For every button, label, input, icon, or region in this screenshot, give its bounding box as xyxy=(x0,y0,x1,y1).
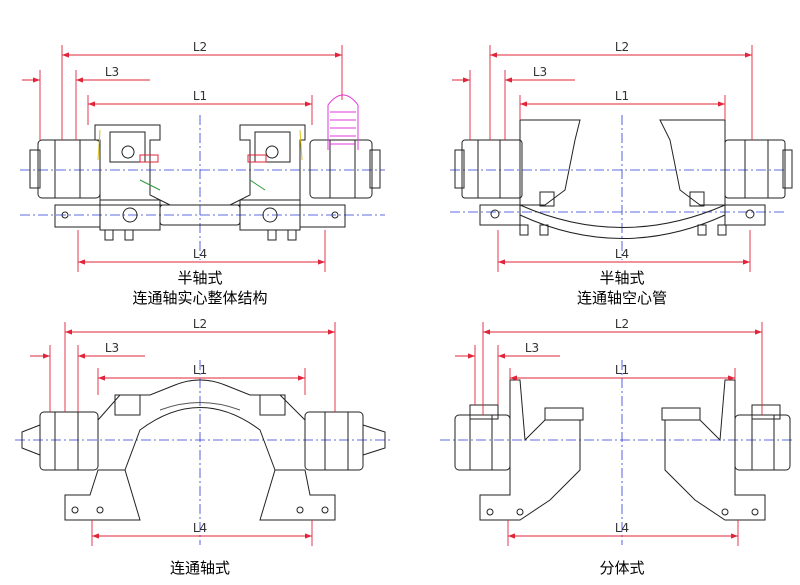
assembly-outline xyxy=(454,379,791,521)
centerlines xyxy=(450,115,785,260)
caption-half-axle-solid: 半轴式 连通轴实心整体结构 xyxy=(0,268,400,308)
dim-label-l4: L4 xyxy=(615,247,629,261)
panel-half-axle-solid: L2 L3 L1 L4 xyxy=(20,40,385,272)
dimension-lines xyxy=(22,45,343,272)
dim-label-l1: L1 xyxy=(615,89,629,103)
panel-half-axle-hollow: L2 L3 L1 L4 xyxy=(450,40,793,272)
dimension-lines xyxy=(452,45,753,272)
dimension-lines xyxy=(455,322,763,546)
caption-line2: 连通轴实心整体结构 xyxy=(132,289,268,307)
dim-label-l3: L3 xyxy=(105,341,119,355)
accent-parts xyxy=(97,129,303,191)
dim-label-l2: L2 xyxy=(615,317,629,331)
dim-label-l3: L3 xyxy=(533,65,547,79)
dim-label-l1: L1 xyxy=(615,363,629,377)
caption-split: 分体式 xyxy=(422,558,800,578)
dim-label-l3: L3 xyxy=(105,65,119,79)
panel-connected-axle: L2 L3 L1 L4 xyxy=(15,317,390,546)
caption-line1: 分体式 xyxy=(599,559,645,577)
caption-half-axle-hollow: 半轴式 连通轴空心管 xyxy=(422,268,800,308)
centerlines xyxy=(440,360,795,545)
dim-label-l2: L2 xyxy=(193,40,207,54)
panel-split: L2 L3 L1 L4 xyxy=(440,317,795,546)
caption-line1: 半轴式 xyxy=(177,269,223,287)
assembly-outline xyxy=(454,119,793,239)
assembly-outline xyxy=(21,379,386,521)
dim-label-l2: L2 xyxy=(193,317,207,331)
dim-label-l2: L2 xyxy=(615,40,629,54)
caption-line2: 连通轴空心管 xyxy=(576,289,667,307)
dim-label-l1: L1 xyxy=(193,363,207,377)
caption-line1: 连通轴式 xyxy=(169,559,230,577)
caption-connected-axle: 连通轴式 xyxy=(0,558,400,578)
dim-label-l1: L1 xyxy=(193,89,207,103)
dim-label-l4: L4 xyxy=(193,521,207,535)
caption-line1: 半轴式 xyxy=(599,269,645,287)
dimension-lines xyxy=(30,322,336,546)
dim-label-l4: L4 xyxy=(193,247,207,261)
centerlines xyxy=(20,115,385,260)
assembly-outline xyxy=(29,124,381,241)
air-spring-accent xyxy=(327,94,359,150)
dim-label-l3: L3 xyxy=(525,341,539,355)
centerlines xyxy=(15,360,390,545)
dim-label-l4: L4 xyxy=(615,521,629,535)
